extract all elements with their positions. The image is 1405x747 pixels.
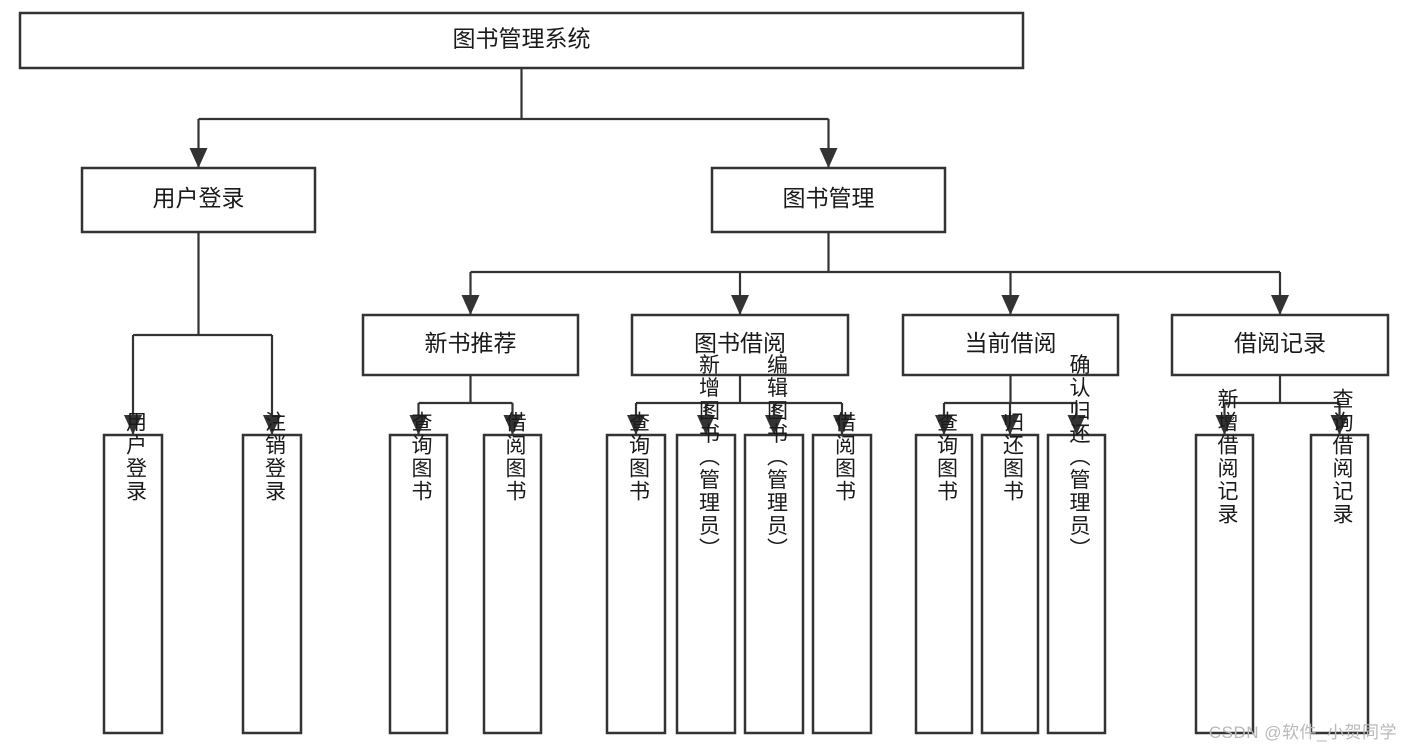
bookmgmt-to-level3-arrow-1 <box>731 295 749 315</box>
root-to-level2-arrow-0 <box>189 148 208 168</box>
node-leaf-query-borrow-record-box <box>1309 433 1370 735</box>
node-current-borrow-label: 当前借阅 <box>965 330 1057 356</box>
node-leaf-add-book-admin-box <box>675 433 737 735</box>
node-leaf-query-book-recommend[interactable]: 查询图书 <box>388 411 449 735</box>
node-leaf-query-book-current-label: 查询图书 <box>934 411 958 503</box>
node-leaf-query-book-recommend-label: 查询图书 <box>409 411 433 503</box>
node-leaf-return-book[interactable]: 归还图书 <box>980 411 1040 735</box>
node-book-borrow-label: 图书借阅 <box>694 330 786 356</box>
node-root[interactable]: 图书管理系统 <box>18 11 1025 70</box>
new-book-recommend-to-leaves-arrow-1 <box>503 415 522 435</box>
node-leaf-confirm-return-admin-label: 确认归还（管理员） <box>1067 354 1091 561</box>
bookmgmt-to-level3-arrow-3 <box>1271 295 1289 315</box>
node-book-management[interactable]: 图书管理 <box>710 166 947 234</box>
node-user-login[interactable]: 用户登录 <box>80 166 317 234</box>
node-leaf-confirm-return-admin[interactable]: 确认归还（管理员） <box>1046 354 1107 735</box>
node-leaf-query-book-borrow-box <box>605 433 667 735</box>
node-leaf-query-book-recommend-box <box>388 433 449 735</box>
node-leaf-user-login-box <box>102 433 164 735</box>
borrow-records-to-leaves-arrow-0 <box>1215 415 1234 435</box>
node-leaf-query-book-borrow[interactable]: 查询图书 <box>605 411 667 735</box>
node-leaf-query-book-borrow-label: 查询图书 <box>626 411 650 503</box>
node-layer: 图书管理系统用户登录图书管理新书推荐图书借阅当前借阅借阅记录用户登录注销登录查询… <box>18 11 1390 735</box>
book-borrow-to-leaves-arrow-1 <box>697 415 715 435</box>
node-new-book-recommend[interactable]: 新书推荐 <box>361 313 580 377</box>
root-to-level2-arrow-1 <box>819 148 838 168</box>
book-borrow-to-leaves-arrow-3 <box>833 415 851 435</box>
node-leaf-logout-label: 注销登录 <box>262 411 286 503</box>
node-new-book-recommend-label: 新书推荐 <box>425 330 517 356</box>
node-leaf-query-book-current-box <box>914 433 974 735</box>
node-borrow-records[interactable]: 借阅记录 <box>1170 313 1390 377</box>
node-leaf-borrow-book-recommend-label: 借阅图书 <box>503 411 527 503</box>
node-user-login-box <box>80 166 317 234</box>
current-borrow-to-leaves-arrow-2 <box>1067 415 1086 435</box>
node-leaf-query-borrow-record-label: 查询借阅记录 <box>1330 388 1354 526</box>
connector-layer <box>124 68 1349 435</box>
userlogin-to-leaves-arrow-1 <box>263 415 281 435</box>
book-borrow-to-leaves-arrow-0 <box>627 415 645 435</box>
node-leaf-query-borrow-record[interactable]: 查询借阅记录 <box>1309 388 1370 735</box>
node-book-management-label: 图书管理 <box>783 185 875 211</box>
bookmgmt-to-level3-arrow-2 <box>1001 295 1020 315</box>
node-leaf-add-book-admin-label: 新增图书（管理员） <box>696 354 720 561</box>
book-borrow-to-leaves-arrow-2 <box>765 415 783 435</box>
new-book-recommend-to-leaves-arrow-0 <box>409 415 428 435</box>
node-leaf-add-borrow-record[interactable]: 新增借阅记录 <box>1194 388 1255 735</box>
borrow-records-to-leaves-arrow-1 <box>1330 415 1349 435</box>
node-current-borrow-box <box>901 313 1120 377</box>
node-leaf-add-borrow-record-box <box>1194 433 1255 735</box>
node-leaf-add-book-admin[interactable]: 新增图书（管理员） <box>675 354 737 735</box>
bookmgmt-to-level3-arrow-0 <box>461 295 480 315</box>
userlogin-to-leaves-arrow-0 <box>124 415 142 435</box>
node-leaf-return-book-box <box>980 433 1040 735</box>
node-leaf-confirm-return-admin-box <box>1046 433 1107 735</box>
node-root-box <box>18 11 1025 70</box>
node-leaf-query-book-current[interactable]: 查询图书 <box>914 411 974 735</box>
node-leaf-return-book-label: 归还图书 <box>1000 411 1024 503</box>
node-book-borrow[interactable]: 图书借阅 <box>630 313 850 377</box>
node-leaf-borrow-book[interactable]: 借阅图书 <box>811 411 873 735</box>
node-leaf-edit-book-admin-label: 编辑图书（管理员） <box>764 354 788 561</box>
node-leaf-edit-book-admin-box <box>743 433 805 735</box>
node-current-borrow[interactable]: 当前借阅 <box>901 313 1120 377</box>
current-borrow-to-leaves-arrow-1 <box>1001 415 1019 435</box>
node-user-login-label: 用户登录 <box>153 185 245 211</box>
node-leaf-borrow-book-recommend-box <box>482 433 543 735</box>
node-book-management-box <box>710 166 947 234</box>
node-leaf-user-login[interactable]: 用户登录 <box>102 411 164 735</box>
node-root-label: 图书管理系统 <box>453 26 591 52</box>
node-leaf-borrow-book-label: 借阅图书 <box>832 411 856 503</box>
node-borrow-records-box <box>1170 313 1390 377</box>
node-borrow-records-label: 借阅记录 <box>1234 330 1326 356</box>
node-leaf-edit-book-admin[interactable]: 编辑图书（管理员） <box>743 354 805 735</box>
node-new-book-recommend-box <box>361 313 580 377</box>
node-leaf-logout[interactable]: 注销登录 <box>241 411 303 735</box>
current-borrow-to-leaves-arrow-0 <box>935 415 953 435</box>
node-leaf-add-borrow-record-label: 新增借阅记录 <box>1215 388 1239 526</box>
node-book-borrow-box <box>630 313 850 377</box>
node-leaf-borrow-book-box <box>811 433 873 735</box>
node-leaf-borrow-book-recommend[interactable]: 借阅图书 <box>482 411 543 735</box>
node-leaf-logout-box <box>241 433 303 735</box>
node-leaf-user-login-label: 用户登录 <box>123 411 147 503</box>
